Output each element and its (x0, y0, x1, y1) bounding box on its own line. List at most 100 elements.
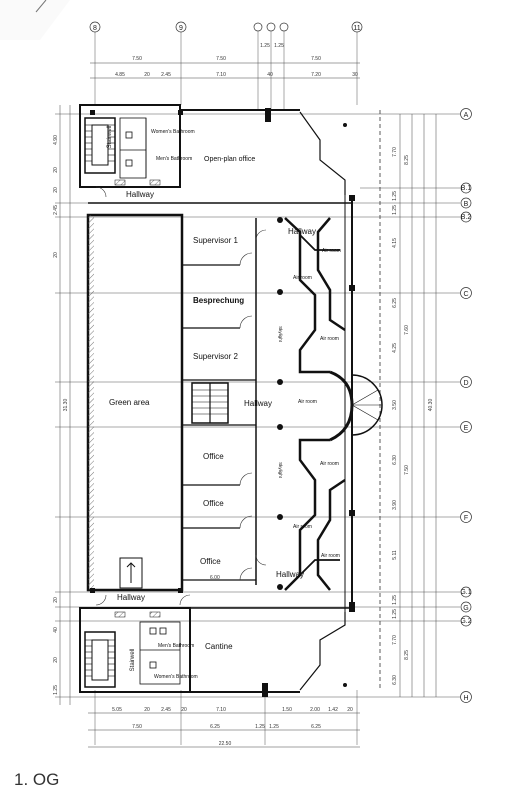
room-air-room-1: Air room (322, 248, 341, 254)
room-green-area: Green area (109, 398, 150, 407)
dim-bottom-r2-4: 1.25 (269, 724, 279, 730)
dim-bottom-total: 22.50 (219, 741, 232, 747)
floor-label: 1. OG (14, 770, 60, 789)
dim-bottom-7: 2.00 (310, 707, 320, 713)
elevator-shaft (119, 557, 143, 589)
top-axis-markers (89, 21, 363, 33)
dim-right-c2-2: 7.60 (404, 325, 410, 335)
dim-left-8: 40 (53, 627, 59, 633)
dim-bottom-5: 7.10 (216, 707, 226, 713)
axis-label-E: E (464, 425, 469, 432)
bathroom-fixtures-bottom (139, 621, 181, 685)
dim-bottom-r2-3: 1.25 (255, 724, 265, 730)
dim-top-1: 7.50 (132, 56, 142, 62)
dim-left-5: 20 (53, 252, 59, 258)
right-dimension-lines (399, 114, 437, 697)
axis-label-A: A (464, 112, 469, 119)
dim-left-1: 4.90 (53, 135, 59, 145)
room-skylight-2: Skylight (278, 462, 283, 479)
dim-right-5: 6.25 (392, 298, 398, 308)
dim-left-10: 1.25 (53, 685, 59, 695)
left-dimension-lines (59, 105, 71, 705)
axis-label-B1: B.1 (461, 185, 472, 192)
dim-top-r2-3: 2.45 (161, 72, 171, 78)
room-hallway-top: Hallway (126, 190, 154, 199)
dim-right-4: 4.15 (392, 238, 398, 248)
room-open-plan-office: Open-plan office (204, 156, 255, 163)
dim-top-r2-7: 30 (352, 72, 358, 78)
grid-lines-horizontal (55, 113, 460, 698)
room-office-2: Office (203, 499, 224, 508)
room-besprechung: Besprechung (193, 296, 244, 305)
room-mens-bathroom-bottom: Men's Bathroom (158, 643, 194, 649)
room-hallway-center: Hallway (244, 399, 272, 408)
dim-right-c2-4: 8.25 (404, 650, 410, 660)
dim-bottom-6: 1.50 (282, 707, 292, 713)
axis-label-G1: G.1 (460, 589, 471, 596)
room-skylight-1: Skylight (278, 326, 283, 343)
axis-label-9: 9 (179, 25, 183, 32)
right-axis-markers (460, 108, 472, 703)
room-mens-bathroom-top: Men's Bathroom (156, 156, 192, 162)
dim-top-5: 7.50 (311, 56, 321, 62)
dim-bottom-r2-5: 6.25 (311, 724, 321, 730)
axis-label-B2: B.2 (461, 214, 472, 221)
dim-left-7: 20 (53, 597, 59, 603)
dim-left-4: 2.45 (53, 205, 59, 215)
axis-label-11: 11 (353, 25, 360, 32)
dim-right-9: 3.90 (392, 500, 398, 510)
dim-bottom-9: 20 (347, 707, 353, 713)
stair-bottom (84, 631, 116, 688)
dim-bottom-8: 1.42 (328, 707, 338, 713)
dim-right-6: 4.25 (392, 343, 398, 353)
room-air-room-5: Air room (320, 461, 339, 467)
dim-left-9: 20 (53, 657, 59, 663)
dim-right-14: 6.30 (392, 675, 398, 685)
room-office-1: Office (203, 452, 224, 461)
dim-bottom-r2-2: 6.25 (210, 724, 220, 730)
room-air-room-3: Air room (320, 336, 339, 342)
dim-bottom-3: 2.45 (161, 707, 171, 713)
dim-top-r2-1: 4.85 (115, 72, 125, 78)
dim-right-8: 6.30 (392, 455, 398, 465)
dim-bottom-4: 20 (181, 707, 187, 713)
dim-right-c2-3: 7.50 (404, 465, 410, 475)
room-womens-bathroom-bottom: Women's Bathroom (154, 674, 198, 680)
dim-right-13: 7.70 (392, 635, 398, 645)
room-hallway-bottom: Hallway (117, 593, 145, 602)
dim-left-2: 20 (53, 167, 59, 173)
dim-right-2: 1.25 (392, 191, 398, 201)
room-stairwell-bottom: Stairwell (130, 649, 136, 672)
room-cantine: Cantine (205, 642, 233, 651)
dim-top-r2-2: 20 (144, 72, 150, 78)
dim-right-1: 7.70 (392, 147, 398, 157)
room-office-3: Office (200, 557, 221, 566)
dim-left-6: 31.30 (63, 399, 69, 412)
dim-bottom-1: 5.05 (112, 707, 122, 713)
axis-label-B: B (464, 201, 469, 208)
stair-center (191, 382, 229, 424)
axis-label-G2: G.2 (460, 618, 471, 625)
skylight-dome (329, 370, 383, 442)
dim-right-11: 1.25 (392, 595, 398, 605)
room-air-room-7: Air room (321, 553, 340, 559)
room-air-room-2: Air room (293, 275, 312, 281)
grid-lines-vertical (94, 31, 358, 745)
dim-right-3: 1.25 (392, 205, 398, 215)
axis-label-D: D (463, 380, 468, 387)
dim-right-7: 3.50 (392, 400, 398, 410)
dim-right-10: 5.11 (392, 550, 398, 560)
hatched-walls (114, 179, 161, 618)
air-room-ducts (284, 217, 346, 591)
dim-bottom-2: 20 (144, 707, 150, 713)
dim-top-r2-5: 40 (267, 72, 273, 78)
dim-office-width: 6.00 (210, 575, 220, 581)
room-supervisor-1: Supervisor 1 (193, 236, 238, 245)
axis-label-H: H (463, 695, 468, 702)
room-womens-bathroom-top: Women's Bathroom (151, 129, 195, 135)
room-air-room-4: Air room (298, 399, 317, 405)
dim-top-3: 1.25 (260, 43, 270, 49)
dim-top-4: 1.25 (274, 43, 284, 49)
dim-bottom-r2-1: 7.50 (132, 724, 142, 730)
